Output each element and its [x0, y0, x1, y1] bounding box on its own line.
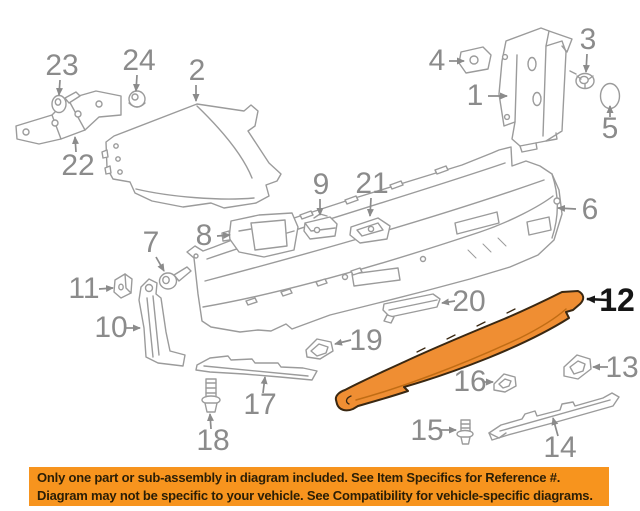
- disclaimer-line-2: Diagram may not be specific to your vehi…: [37, 488, 593, 503]
- arrow-24: [132, 74, 140, 92]
- arrow-21: [366, 197, 374, 217]
- callout-10: 10: [94, 311, 128, 344]
- part-24-nut: [129, 91, 145, 107]
- callout-5: 5: [601, 112, 619, 145]
- callout-23: 23: [45, 49, 79, 82]
- part-9-clip: [304, 214, 337, 239]
- callout-17: 17: [243, 388, 277, 421]
- callout-14: 14: [543, 431, 577, 464]
- arrow-11: [98, 285, 114, 292]
- callout-9: 9: [312, 168, 330, 201]
- callout-7: 7: [142, 226, 160, 259]
- callout-2: 2: [188, 54, 206, 87]
- arrow-8: [216, 232, 231, 240]
- arrow-20: [441, 298, 456, 306]
- part-20-shape: [383, 294, 440, 323]
- callout-19: 19: [349, 324, 383, 357]
- part-1-shape: [499, 28, 572, 152]
- part-23-screw: [52, 92, 80, 113]
- part-11-clip: [114, 274, 132, 298]
- callout-3: 3: [579, 23, 597, 56]
- part-7-screw: [160, 267, 192, 289]
- part-12-fill: [336, 291, 583, 410]
- arrow-18: [206, 413, 214, 430]
- disclaimer-line-1: Only one part or sub-assembly in diagram…: [37, 470, 561, 485]
- arrow-23: [55, 79, 63, 96]
- part-4-clip: [459, 47, 491, 73]
- callout-6: 6: [581, 193, 599, 226]
- part-14-shape: [489, 393, 619, 440]
- arrow-3: [582, 53, 590, 73]
- disclaimer-banner: Only one part or sub-assembly in diagram…: [29, 467, 609, 506]
- arrow-17: [260, 376, 268, 394]
- callout-12: 12: [599, 282, 635, 318]
- arrow-22: [71, 136, 79, 153]
- callout-21: 21: [355, 167, 389, 200]
- part-16-clip: [494, 374, 516, 392]
- callout-arrows: [55, 53, 614, 437]
- part-21-clip: [350, 218, 390, 243]
- callout-15: 15: [410, 414, 444, 447]
- part-17-shape: [196, 356, 317, 380]
- part-5-seal: [601, 84, 620, 109]
- arrow-7: [155, 256, 165, 272]
- callout-24: 24: [122, 44, 156, 77]
- part-2-shape: [102, 104, 281, 208]
- callout-4: 4: [428, 44, 446, 77]
- callout-20: 20: [452, 285, 486, 318]
- part-18-bolt: [202, 379, 220, 412]
- callout-16: 16: [453, 365, 487, 398]
- callout-11: 11: [68, 272, 100, 305]
- part-3-screw: [570, 71, 594, 89]
- part-10-shape: [139, 279, 185, 366]
- callout-1: 1: [466, 79, 484, 112]
- arrow-6: [557, 204, 577, 212]
- callout-18: 18: [196, 424, 230, 457]
- part-19-clip: [306, 339, 333, 359]
- callout-13: 13: [605, 351, 639, 384]
- part-8-shape: [222, 213, 298, 257]
- callout-8: 8: [195, 219, 213, 252]
- arrow-12: [586, 295, 608, 304]
- part-12-highlighted-valance: [336, 291, 583, 410]
- callout-22: 22: [61, 149, 95, 182]
- part-13-clip: [564, 355, 591, 379]
- arrow-14: [551, 417, 559, 437]
- arrow-19: [334, 338, 352, 346]
- part-15-bolt: [457, 420, 473, 444]
